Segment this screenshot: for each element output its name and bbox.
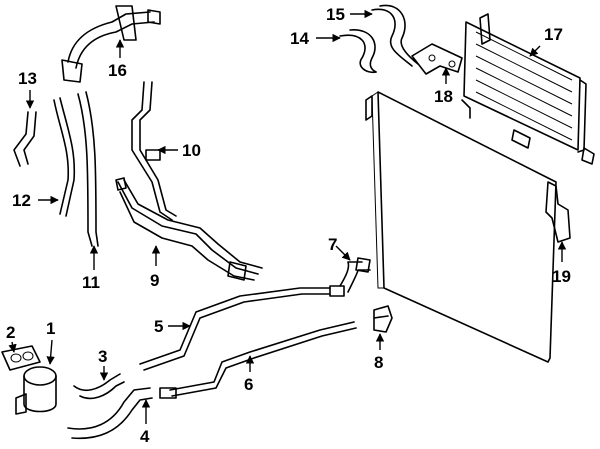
callout-5: 5 bbox=[154, 317, 163, 336]
callout-18: 18 bbox=[434, 87, 453, 106]
pipe-5 bbox=[139, 285, 345, 371]
hose-3 bbox=[73, 373, 125, 400]
callout-9: 9 bbox=[150, 271, 159, 290]
callout-17: 17 bbox=[544, 25, 563, 44]
callout-16: 16 bbox=[108, 61, 127, 80]
pipe-12 bbox=[53, 97, 76, 217]
callout-11: 11 bbox=[82, 273, 100, 292]
radiator bbox=[365, 91, 557, 363]
callout-19: 19 bbox=[552, 267, 571, 286]
pipes-10 bbox=[131, 81, 177, 221]
oil-filter-1 bbox=[15, 366, 57, 415]
callout-1: 1 bbox=[46, 319, 55, 338]
callout-14: 14 bbox=[290, 29, 309, 48]
oil-cooler bbox=[461, 13, 595, 165]
callout-7: 7 bbox=[328, 235, 337, 254]
hose-14-15 bbox=[339, 4, 419, 74]
callout-labels: 1 2 3 4 5 6 7 8 9 10 11 12 13 14 15 16 1… bbox=[6, 5, 571, 446]
pipe-11 bbox=[77, 91, 99, 247]
bracket-18 bbox=[411, 43, 463, 75]
callout-12: 12 bbox=[12, 191, 31, 210]
pipe-6 bbox=[159, 321, 357, 399]
gasket-2 bbox=[1, 345, 41, 371]
callout-6: 6 bbox=[244, 375, 253, 394]
callout-8: 8 bbox=[374, 353, 383, 372]
hose-4 bbox=[67, 387, 153, 440]
callout-10: 10 bbox=[182, 141, 201, 160]
fitting-8 bbox=[373, 305, 393, 333]
hose-13 bbox=[13, 111, 37, 167]
callout-4: 4 bbox=[140, 427, 150, 446]
hose-16 bbox=[61, 5, 161, 83]
bracket-19 bbox=[545, 181, 571, 243]
callout-13: 13 bbox=[18, 69, 37, 88]
callout-2: 2 bbox=[6, 323, 15, 342]
leader-lines bbox=[8, 9, 567, 424]
hose-7 bbox=[339, 257, 371, 293]
pipes-9 bbox=[115, 177, 263, 281]
callout-3: 3 bbox=[98, 347, 107, 366]
callout-15: 15 bbox=[326, 5, 345, 24]
